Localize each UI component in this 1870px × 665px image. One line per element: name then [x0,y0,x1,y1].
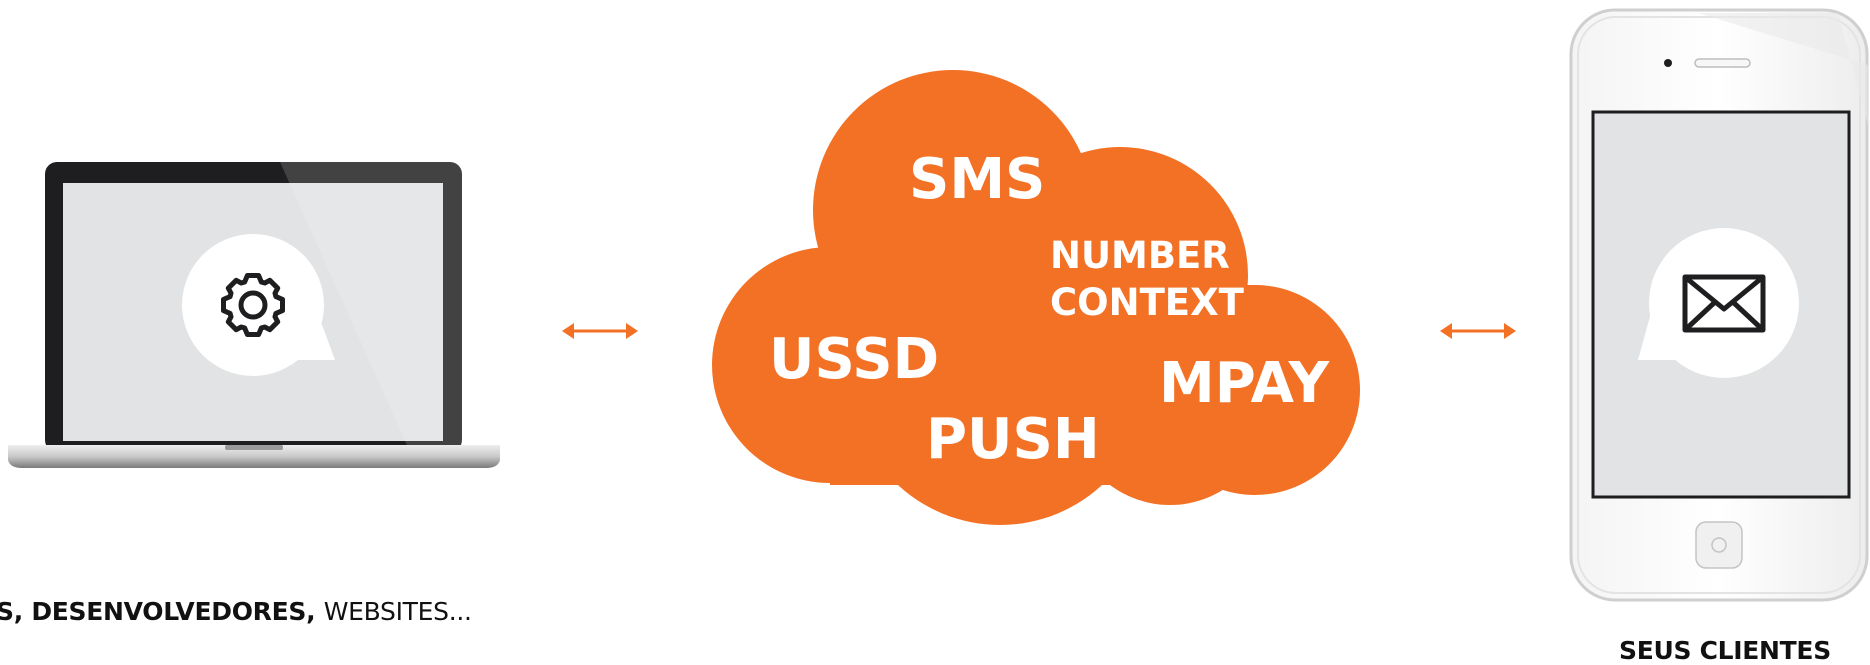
cloud-label-mpay: MPAY [1159,351,1330,416]
gear-icon [221,273,285,337]
cloud-label-sms: SMS [909,147,1046,212]
phone-camera [1664,59,1672,67]
gear-bubble [178,232,338,382]
laptop-screen-glare [280,162,462,452]
caption-part-1: S [0,597,14,626]
caption-developers: DESENVOLVEDORES [31,597,307,626]
cloud-label-context: CONTEXT [1050,281,1244,324]
caption-comma-1: , [13,597,32,626]
phone-speaker [1694,58,1751,68]
right-caption: SEUS CLIENTES [1619,636,1831,665]
caption-websites: WEBSITES... [323,597,472,626]
double-arrow-left [560,318,640,344]
smartphone [1568,5,1870,605]
cloud-label-number: NUMBER [1050,234,1230,277]
envelope-bubble [1638,225,1800,380]
caption-comma-2: , [306,597,324,626]
envelope-icon [1682,274,1766,333]
bubble-circle [182,234,324,376]
cloud-label-push: PUSH [926,407,1100,472]
cloud-label-ussd: USSD [769,327,940,392]
bubble-circle [1649,228,1799,378]
double-arrow-right [1438,318,1518,344]
phone-home-button [1695,521,1743,569]
laptop-notch [225,445,283,450]
left-caption: S, DESENVOLVEDORES, WEBSITES... [0,597,472,626]
cloud-shape [712,70,1360,525]
laptop-base [8,445,500,468]
service-cloud [700,65,1390,545]
